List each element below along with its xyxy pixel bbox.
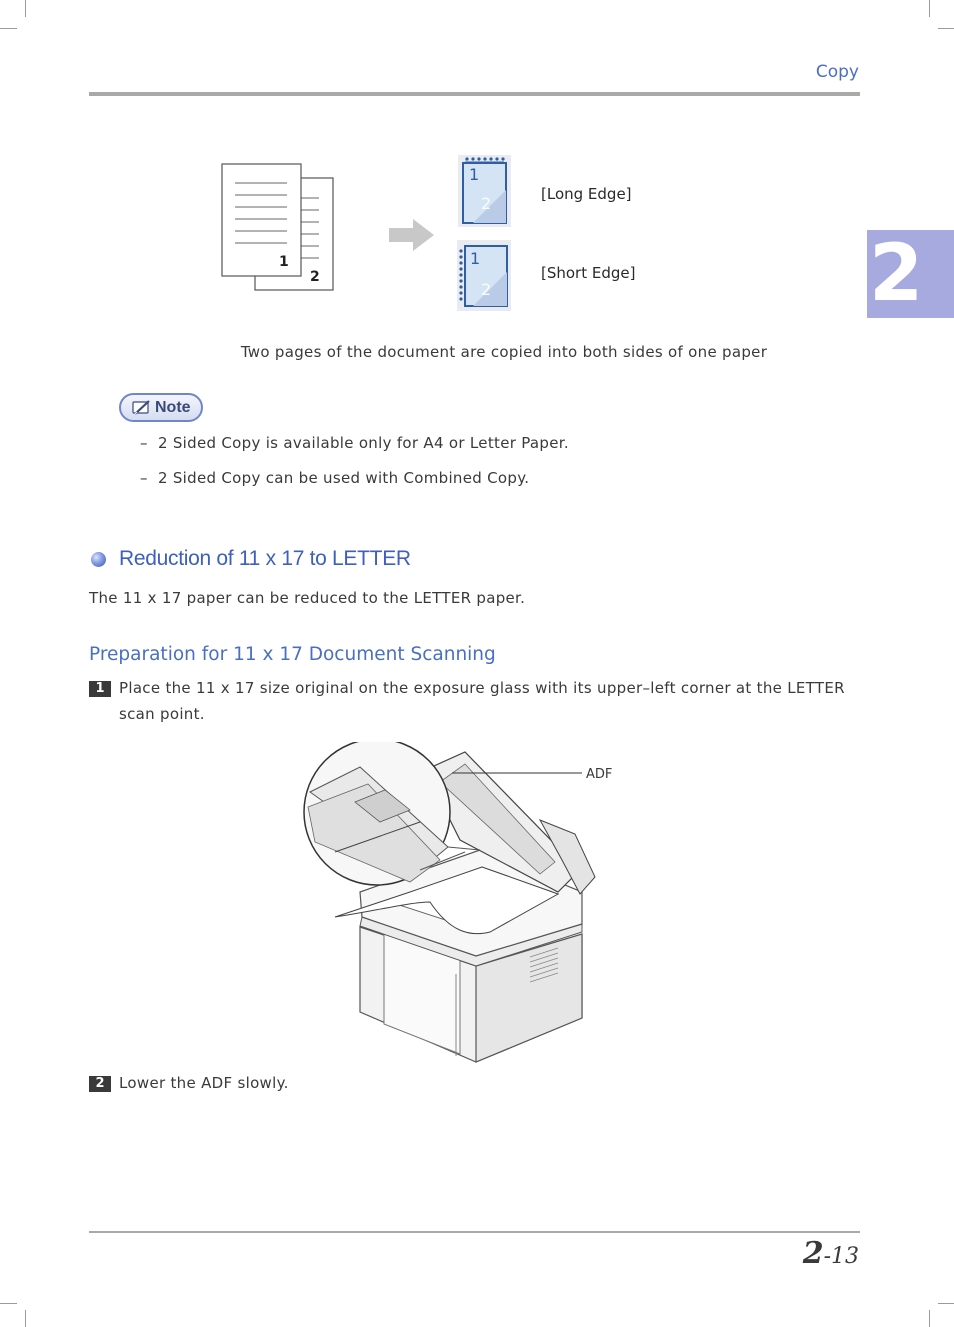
page-chapter: 2 — [802, 1236, 824, 1271]
crop-mark — [0, 28, 17, 29]
step-number: 2 — [89, 1076, 111, 1092]
source-page-number-1: 1 — [279, 254, 289, 270]
source-page-front — [221, 163, 302, 277]
note-item-text: 2 Sided Copy can be used with Combined C… — [157, 469, 530, 487]
step-text: Place the 11 x 17 size original on the e… — [119, 679, 845, 697]
page-index: 13 — [831, 1244, 859, 1269]
arrow-right-icon — [389, 219, 434, 251]
crop-mark — [25, 0, 26, 17]
adf-callout: ADF — [586, 767, 612, 782]
svg-text:2: 2 — [481, 280, 491, 299]
step-text: Lower the ADF slowly. — [119, 1074, 289, 1092]
pencil-icon — [132, 400, 150, 415]
subsection-title: Preparation for 11 x 17 Document Scannin… — [89, 644, 496, 665]
chapter-tab: 2 — [867, 230, 954, 318]
svg-text:1: 1 — [469, 165, 479, 184]
page-number: 2-13 — [803, 1236, 859, 1271]
crop-mark — [0, 1303, 17, 1304]
dash: – — [140, 434, 148, 452]
note-item-text: 2 Sided Copy is available only for A4 or… — [157, 434, 569, 452]
note-badge: Note — [119, 393, 203, 422]
section-title: Reduction of 11 x 17 to LETTER — [119, 547, 411, 570]
footer-rule — [89, 1231, 860, 1233]
step-text-continued: scan point. — [119, 705, 205, 723]
crop-mark — [929, 1310, 930, 1327]
short-edge-label: [Short Edge] — [541, 264, 636, 282]
section-bullet-icon — [91, 552, 106, 567]
section-intro: The 11 x 17 paper can be reduced to the … — [89, 589, 526, 607]
figure-caption: Two pages of the document are copied int… — [240, 343, 768, 361]
long-edge-icon: 1 2 — [458, 155, 511, 227]
svg-text:2: 2 — [481, 194, 491, 213]
svg-text:1: 1 — [470, 249, 480, 268]
crop-mark — [25, 1310, 26, 1327]
page-separator: - — [823, 1244, 831, 1269]
vent-icon — [529, 947, 559, 983]
note-item: – 2 Sided Copy is available only for A4 … — [140, 434, 569, 452]
header-rule — [89, 92, 860, 96]
duplex-figure: 2 1 1 2 1 2 — [221, 155, 511, 311]
note-item: – 2 Sided Copy can be used with Combined… — [140, 469, 529, 487]
dash: – — [140, 469, 148, 487]
short-edge-icon: 1 2 — [457, 240, 511, 311]
source-page-number-2: 2 — [310, 269, 320, 285]
running-header: Copy — [815, 62, 859, 82]
crop-mark — [938, 1303, 954, 1304]
note-label: Note — [155, 399, 191, 416]
printer-illustration: ADF — [303, 742, 612, 1063]
step-number: 1 — [89, 681, 111, 697]
crop-mark — [929, 0, 930, 17]
long-edge-label: [Long Edge] — [541, 185, 632, 203]
crop-mark — [938, 28, 954, 29]
